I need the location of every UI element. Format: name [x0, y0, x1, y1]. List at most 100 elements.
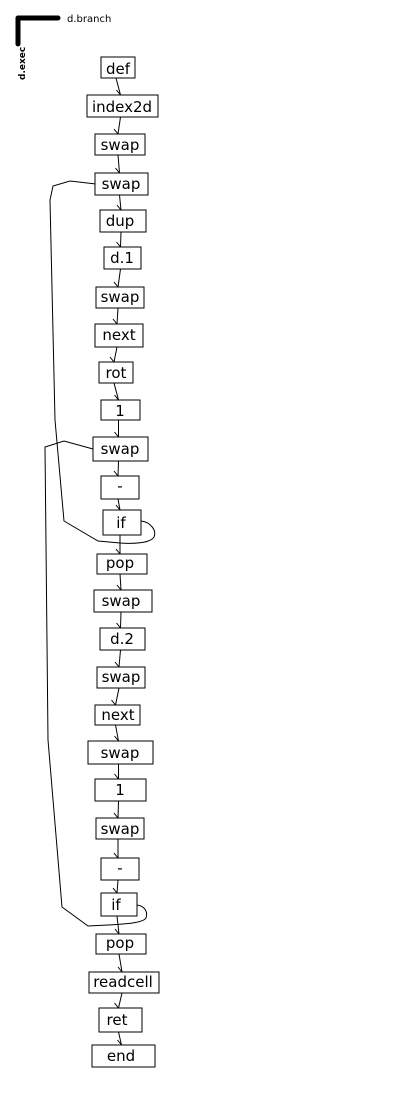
exec-edge [115, 687, 120, 706]
node-1-b: 1 [94, 778, 147, 802]
node-index2d: index2d [86, 94, 159, 118]
node-label: swap [101, 136, 140, 154]
node-label: - [117, 477, 122, 495]
exec-edge [116, 307, 119, 325]
node-box [96, 553, 148, 575]
node-box [87, 740, 154, 765]
exec-edge-arrowhead [116, 622, 121, 629]
node-label: readcell [93, 973, 153, 991]
branch-edges [44, 180, 156, 927]
node-pop-2: pop [95, 933, 147, 955]
node-minus-2: - [100, 857, 140, 881]
exec-edge [118, 953, 123, 973]
node-box [100, 475, 140, 500]
node-label: rot [106, 364, 127, 382]
node-swap-6: swap [96, 666, 146, 689]
exec-edge [119, 573, 122, 591]
node-box [94, 704, 141, 726]
exec-edge [117, 116, 121, 135]
node-box [93, 589, 153, 613]
exec-edge-arrowhead [115, 504, 121, 511]
node-readcell: readcell [88, 971, 160, 994]
node-box [103, 246, 142, 270]
node-label: swap [101, 820, 140, 838]
exec-edge-arrowhead [109, 356, 115, 363]
exec-edge [118, 1031, 122, 1046]
legend-branch-label: d.branch [67, 14, 111, 25]
node-label: - [117, 859, 122, 877]
exec-edge-arrowhead [116, 204, 122, 211]
node-box [92, 436, 149, 462]
node-box [88, 971, 160, 994]
node-label: pop [106, 934, 134, 952]
legend-exec-label: d.exec [18, 47, 28, 80]
exec-edge-arrowhead [114, 661, 120, 668]
exec-edge [118, 992, 123, 1009]
node-label: end [107, 1047, 135, 1065]
legend: d.branch d.exec [15, 14, 111, 80]
exec-edge [117, 800, 119, 819]
exec-edge [115, 724, 119, 742]
exec-edge-arrowhead [116, 584, 122, 591]
node-label: next [102, 326, 135, 344]
exec-edge-arrowhead [116, 241, 121, 248]
node-swap-7: swap [87, 740, 154, 765]
exec-edges [109, 77, 123, 1046]
exec-edge-arrowhead [114, 735, 119, 742]
node-box [94, 172, 149, 196]
node-box [96, 666, 146, 689]
node-box [91, 1044, 156, 1068]
exec-edge-arrowhead [114, 773, 119, 780]
node-if-2: if [100, 892, 138, 917]
node-d2: d.2 [99, 627, 146, 651]
node-label: swap [102, 592, 141, 610]
node-box [100, 892, 138, 917]
exec-edge [120, 611, 122, 629]
exec-edge-arrowhead [112, 318, 118, 325]
node-swap-8: swap [95, 817, 145, 840]
exec-edge [120, 231, 122, 248]
exec-edge-arrowhead [114, 431, 119, 438]
exec-edge [115, 77, 121, 96]
node-box [95, 817, 145, 840]
node-label: d.2 [110, 630, 134, 648]
node-label: ret [107, 1011, 128, 1029]
exec-edge-arrowhead [114, 1002, 119, 1009]
node-box [98, 1007, 143, 1033]
node-next-1: next [94, 323, 144, 348]
node-pop-1: pop [96, 553, 148, 575]
node-label: def [106, 60, 131, 78]
node-box [100, 857, 140, 881]
node-label: next [101, 706, 134, 724]
exec-edge-arrowhead [115, 167, 120, 174]
node-label: pop [106, 554, 134, 572]
node-1-a: 1 [100, 399, 141, 421]
node-label: if [111, 896, 121, 914]
node-box [95, 933, 147, 955]
node-box [94, 323, 144, 348]
node-def: def [100, 56, 136, 79]
node-label: d.1 [110, 249, 134, 267]
exec-edge-arrowhead [117, 966, 123, 973]
node-swap-2: swap [94, 172, 149, 196]
exec-edge [116, 879, 119, 894]
exec-edge-arrowhead [116, 89, 121, 96]
node-label: index2d [92, 98, 152, 116]
node-next-2: next [94, 704, 141, 726]
exec-edge [118, 649, 121, 668]
node-swap-4: swap [92, 436, 149, 462]
node-box [94, 133, 146, 156]
node-swap-1: swap [94, 133, 146, 156]
branch-edge-if2-to-swap [44, 440, 148, 927]
exec-edge-arrowhead [111, 699, 116, 706]
node-label: if [116, 514, 126, 532]
node-box [100, 56, 136, 79]
node-minus-1: - [100, 475, 140, 500]
exec-edge-arrowhead [117, 1039, 122, 1046]
exec-edge-arrowhead [114, 394, 119, 401]
exec-edge-arrowhead [113, 470, 119, 477]
legend-marker [15, 15, 61, 47]
node-box [100, 399, 141, 421]
exec-edge-arrowhead [115, 548, 121, 555]
node-label: swap [102, 668, 141, 686]
